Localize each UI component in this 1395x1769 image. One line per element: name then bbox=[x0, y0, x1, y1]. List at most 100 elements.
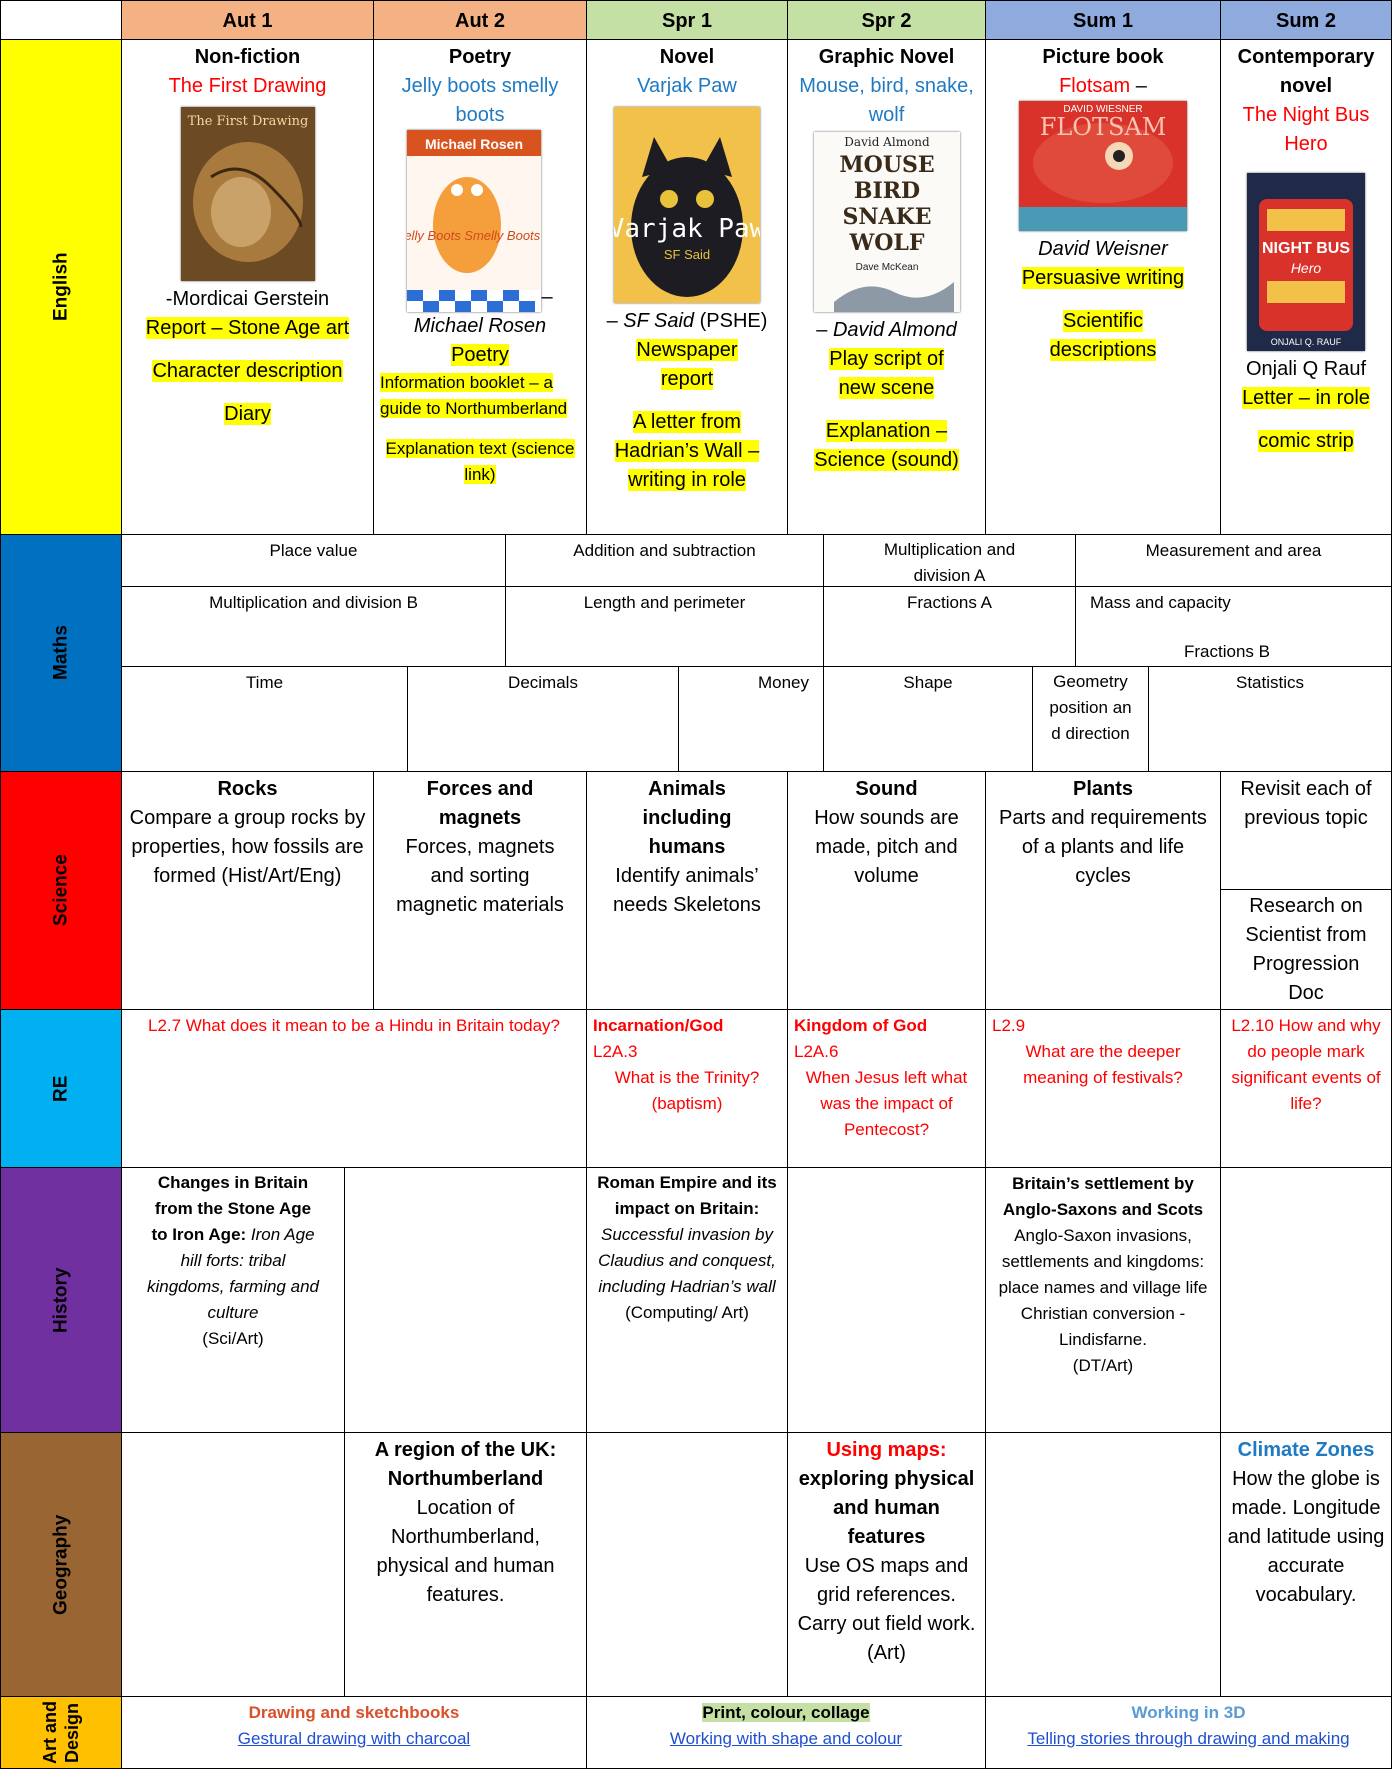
history-title: Roman Empire and its impact on Britain: bbox=[597, 1173, 777, 1218]
book-author: SF Said bbox=[623, 310, 695, 332]
maths-decimals: Decimals bbox=[407, 666, 679, 772]
re-spr2: Kingdom of God L2A.6 When Jesus left wha… bbox=[787, 1009, 986, 1168]
art-link[interactable]: Telling stories through drawing and maki… bbox=[1027, 1729, 1350, 1748]
term-aut1: Aut 1 bbox=[121, 0, 374, 40]
history-link: (Sci/Art) bbox=[202, 1329, 264, 1348]
book-title: Mouse, bird, snake, wolf bbox=[799, 75, 974, 126]
subject-science: Science bbox=[0, 771, 122, 1010]
cover-title: MOUSE BIRD SNAKE WOLF bbox=[838, 152, 935, 256]
topic-desc: Forces, magnets and sorting magnetic mat… bbox=[396, 836, 564, 916]
maths-shape: Shape bbox=[823, 666, 1033, 772]
geo-title: exploring physical and human features bbox=[798, 1468, 975, 1548]
mass-capacity-label: Mass and capacity bbox=[1090, 593, 1231, 612]
cover-illustrator: Dave McKean bbox=[855, 262, 918, 273]
cover-subtitle: Hero bbox=[1291, 260, 1322, 276]
art-link[interactable]: Gestural drawing with charcoal bbox=[237, 1729, 471, 1748]
topic-desc: Identify animals’ needs Skeletons bbox=[613, 865, 761, 916]
maths-addition-subtraction: Addition and subtraction bbox=[505, 534, 824, 587]
english-aut2: Poetry Jelly boots smelly boots Michael … bbox=[373, 39, 587, 535]
science-aut1: Rocks Compare a group rocks by propertie… bbox=[121, 771, 374, 1010]
history-title: Britain’s settlement by Anglo-Saxons and… bbox=[1002, 1174, 1204, 1219]
topic-desc: Parts and requirements of a plants and l… bbox=[999, 807, 1207, 887]
art-summer: Working in 3D Telling stories through dr… bbox=[985, 1696, 1392, 1769]
history-spr2-empty bbox=[787, 1167, 986, 1433]
task-2: Scientific descriptions bbox=[1049, 310, 1157, 361]
re-question: What is the Trinity? (baptism) bbox=[614, 1068, 760, 1113]
history-aut2-empty bbox=[344, 1167, 587, 1433]
genre: Contemporary novel bbox=[1237, 46, 1375, 97]
re-code: L2A.3 bbox=[593, 1042, 638, 1061]
science-spr2: Sound How sounds are made, pitch and vol… bbox=[787, 771, 986, 1010]
geography-sum2: Climate Zones How the globe is made. Lon… bbox=[1220, 1432, 1392, 1697]
re-autumn: L2.7 What does it mean to be a Hindu in … bbox=[121, 1009, 587, 1168]
subject-art-design: Art and Design bbox=[0, 1696, 122, 1769]
history-aut1: Changes in Britain from the Stone Age to… bbox=[121, 1167, 345, 1433]
book-cover-mouse-bird: David Almond MOUSE BIRD SNAKE WOLF Dave … bbox=[813, 132, 960, 312]
maths-multiplication-a: Multiplication and division A bbox=[823, 534, 1076, 587]
topic-title: Rocks bbox=[217, 778, 278, 800]
book-title: Flotsam bbox=[1059, 75, 1131, 97]
task-2: Explanation – Science (sound) bbox=[814, 420, 959, 471]
book-cover-first-drawing: The First Drawing bbox=[180, 107, 315, 281]
re-spr1: Incarnation/God L2A.3 What is the Trinit… bbox=[586, 1009, 788, 1168]
english-spr1: Novel Varjak Paw Varjak Paw SF Said – SF… bbox=[586, 39, 788, 535]
task-3: Explanation text (science link) bbox=[385, 439, 575, 484]
term-sum1: Sum 1 bbox=[985, 0, 1221, 40]
book-author: Onjali Q Rauf bbox=[1245, 358, 1367, 380]
genre: Picture book bbox=[1042, 46, 1164, 68]
book-title: The First Drawing bbox=[168, 75, 327, 97]
title-dash: – bbox=[1130, 75, 1147, 97]
re-question: When Jesus left what was the impact of P… bbox=[805, 1068, 968, 1139]
topic-title: Animals including humans bbox=[642, 778, 732, 858]
geo-desc: How the globe is made. Longitude and lat… bbox=[1227, 1468, 1385, 1606]
geography-aut2: A region of the UK: Northumberland Locat… bbox=[344, 1432, 587, 1697]
science-sum1: Plants Parts and requirements of a plant… bbox=[985, 771, 1221, 1010]
english-sum1: Picture book Flotsam – DAVID WIESNER FLO… bbox=[985, 39, 1221, 535]
maths-measurement-area: Measurement and area bbox=[1075, 534, 1392, 587]
geo-desc: Use OS maps and grid references. Carry o… bbox=[797, 1555, 976, 1635]
subject-maths: Maths bbox=[0, 534, 122, 772]
task-1: Newspaper report bbox=[636, 339, 738, 390]
geo-desc: Location of Northumberland, physical and… bbox=[376, 1497, 555, 1606]
genre: Poetry bbox=[448, 46, 512, 68]
topic-desc: How sounds are made, pitch and volume bbox=[814, 807, 959, 887]
author-note: (PSHE) bbox=[699, 310, 768, 332]
cover-author: Michael Rosen bbox=[425, 136, 523, 152]
genre: Graphic Novel bbox=[818, 46, 955, 68]
geography-sum1-empty bbox=[985, 1432, 1221, 1697]
re-sum1: L2.9 What are the deeper meaning of fest… bbox=[985, 1009, 1221, 1168]
re-code: L2A.6 bbox=[794, 1042, 839, 1061]
task-1: Poetry bbox=[451, 344, 509, 366]
history-link: (DT/Art) bbox=[1072, 1356, 1134, 1375]
task-1: Letter – in role bbox=[1242, 387, 1370, 409]
english-sum2: Contemporary novel The Night Bus Hero NI… bbox=[1220, 39, 1392, 535]
geography-spr2: Using maps: exploring physical and human… bbox=[787, 1432, 986, 1697]
english-spr2: Graphic Novel Mouse, bird, snake, wolf D… bbox=[787, 39, 986, 535]
history-sum1: Britain’s settlement by Anglo-Saxons and… bbox=[985, 1167, 1221, 1433]
task-2: Character description bbox=[152, 360, 343, 382]
art-title: Drawing and sketchbooks bbox=[248, 1703, 460, 1722]
book-author: David Almond bbox=[832, 319, 957, 341]
art-link[interactable]: Working with shape and colour bbox=[669, 1729, 903, 1748]
cover-title: NIGHT BUS bbox=[1262, 240, 1350, 257]
fractions-b-label: Fractions B bbox=[1184, 642, 1270, 661]
book-cover-flotsam: DAVID WIESNER FLOTSAM bbox=[1019, 101, 1187, 231]
task-1: Play script of new scene bbox=[829, 348, 944, 399]
science-spr1: Animals including humans Identify animal… bbox=[586, 771, 788, 1010]
history-spr1: Roman Empire and its impact on Britain: … bbox=[586, 1167, 788, 1433]
science-sum2-research: Research on Scientist from Progression D… bbox=[1220, 889, 1392, 1010]
re-question: What are the deeper meaning of festivals… bbox=[1023, 1042, 1183, 1087]
subject-english: English bbox=[0, 39, 122, 535]
geography-spr1-empty bbox=[586, 1432, 788, 1697]
task-2: Information booklet – a guide to Northum… bbox=[380, 373, 568, 418]
science-aut2: Forces and magnets Forces, magnets and s… bbox=[373, 771, 587, 1010]
task-2: A letter from Hadrian’s Wall – writing i… bbox=[614, 411, 760, 491]
history-detail: Anglo-Saxon invasions, settlements and k… bbox=[998, 1226, 1208, 1349]
geo-title: Climate Zones bbox=[1237, 1439, 1375, 1461]
history-detail: Iron Age hill forts: tribal kingdoms, fa… bbox=[147, 1225, 319, 1322]
re-title: Kingdom of God bbox=[794, 1016, 928, 1035]
term-aut2: Aut 2 bbox=[373, 0, 587, 40]
re-sum2: L2.10 How and why do people mark signifi… bbox=[1220, 1009, 1392, 1168]
art-autumn: Drawing and sketchbooks Gestural drawing… bbox=[121, 1696, 587, 1769]
